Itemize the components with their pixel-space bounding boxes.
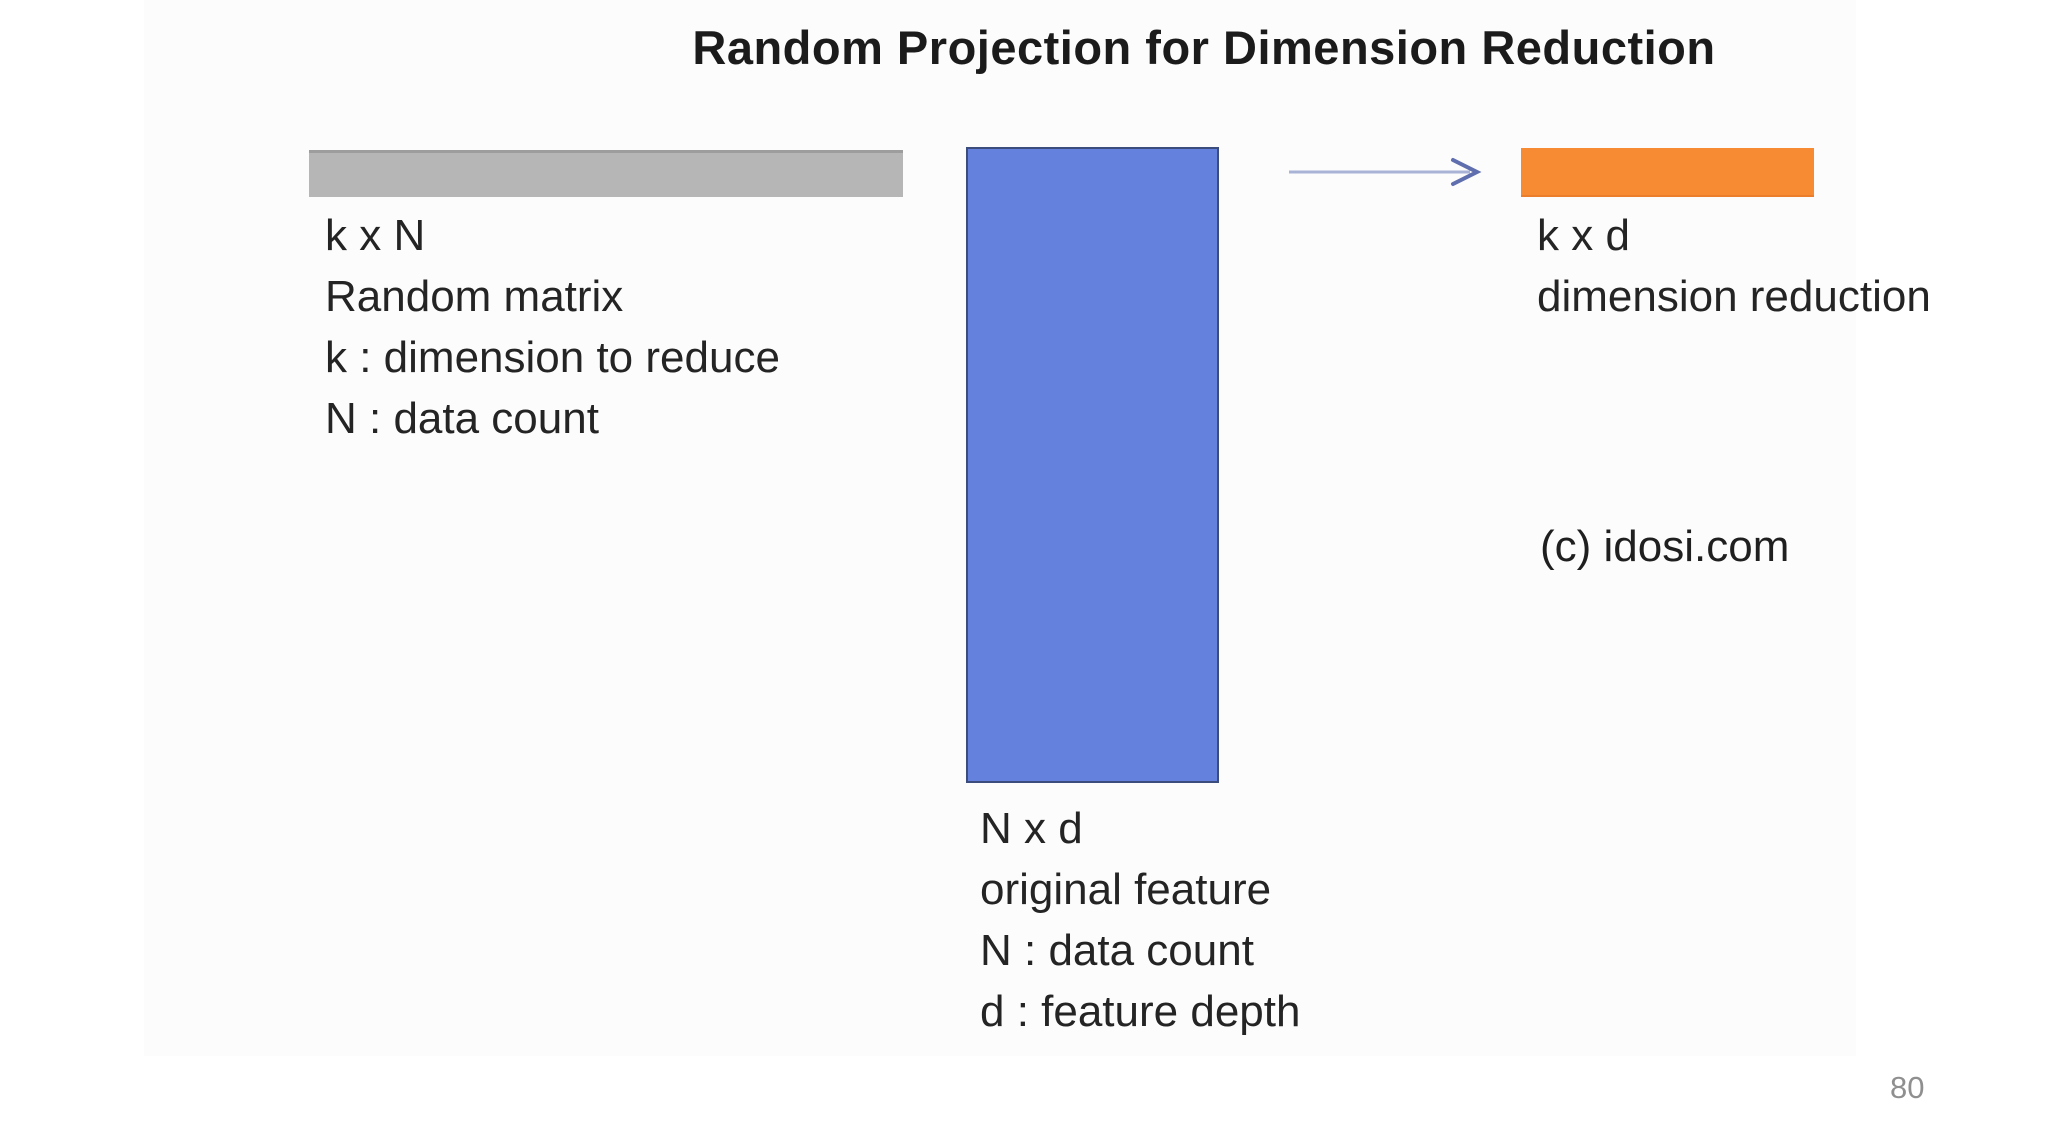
random-matrix-name-label: Random matrix [325,272,624,321]
watermark-text: (c) idosi.com [1540,522,1790,571]
random-matrix-labels: k x N Random matrix k : dimension to red… [325,205,780,449]
page-number: 80 [1890,1070,1925,1105]
reduced-matrix-name-label: dimension reduction [1537,272,1931,321]
original-feature-rect [966,147,1219,783]
reduced-matrix-dims-label: k x d [1537,211,1630,260]
original-feature-name-label: original feature [980,865,1272,914]
original-feature-n-label: N : data count [980,926,1254,975]
random-matrix-k-label: k : dimension to reduce [325,333,780,382]
original-feature-d-label: d : feature depth [980,987,1301,1036]
original-feature-dims-label: N x d [980,804,1083,853]
slide-title: Random Projection for Dimension Reductio… [692,21,1716,74]
original-feature-labels: N x d original feature N : data count d … [980,798,1300,1042]
arrow-head [1451,158,1482,186]
random-matrix-bar [309,150,903,197]
reduced-matrix-labels: k x d dimension reduction [1537,205,1931,327]
reduced-matrix-bar [1521,148,1814,197]
slide-background: Random Projection for Dimension Reductio… [144,0,1931,1056]
random-matrix-n-label: N : data count [325,394,599,443]
random-matrix-dims-label: k x N [325,211,426,260]
arrow-right-icon [1289,158,1482,186]
